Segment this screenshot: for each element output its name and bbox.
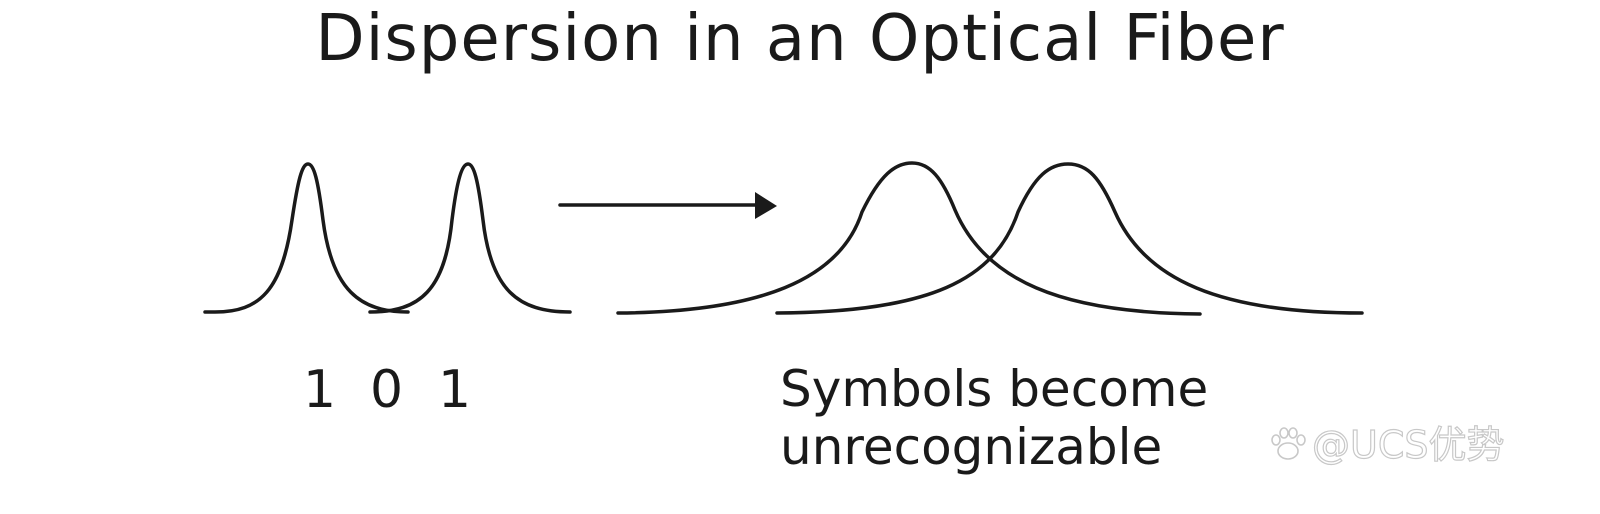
bit-label-3: 1: [438, 360, 472, 420]
caption-line-2: unrecognizable: [780, 418, 1163, 476]
bit-label-2: 0: [370, 360, 404, 420]
caption-line-1: Symbols become: [780, 360, 1209, 418]
bit-label-1: 1: [303, 360, 337, 420]
output-caption: Symbols become unrecognizable: [780, 360, 1208, 476]
input-pulse-1: [203, 162, 410, 314]
input-pulse-2: [368, 162, 572, 314]
paw-icon: [1271, 427, 1306, 460]
diagram-title: Dispersion in an Optical Fiber: [315, 2, 1285, 76]
output-pulse-1: [616, 161, 1202, 316]
arrow-head: [755, 192, 777, 219]
watermark-text: @UCS优势: [1311, 422, 1505, 467]
watermark: @UCS优势: [1268, 422, 1505, 468]
output-pulse-2: [775, 162, 1364, 315]
